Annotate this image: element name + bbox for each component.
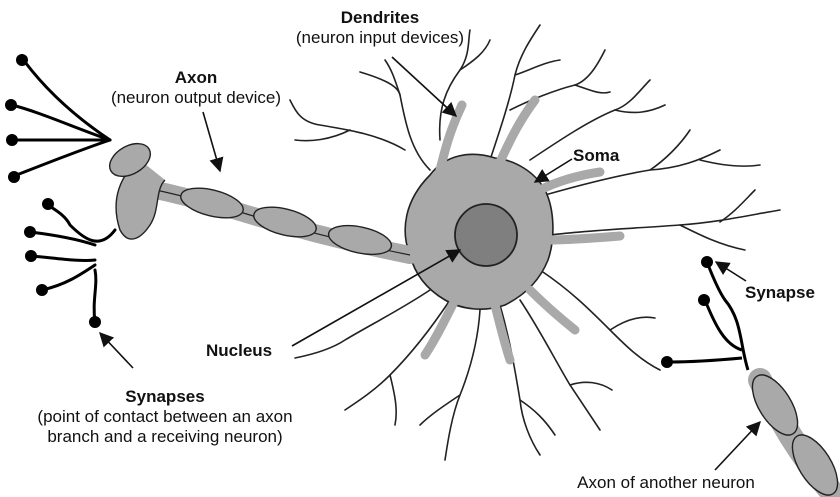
other-axon-title: Axon of another neuron (556, 473, 776, 493)
synapses-title: Synapses (0, 387, 330, 407)
dendrites-subtitle: (neuron input devices) (278, 28, 482, 48)
dendrites-label: Dendrites (neuron input devices) (278, 8, 482, 48)
synapse-label: Synapse (745, 283, 835, 303)
synapses-label: Synapses (point of contact between an ax… (0, 387, 330, 447)
nucleus-body (455, 204, 517, 266)
arrow-synapses (100, 333, 133, 368)
axon-label: Axon (neuron output device) (92, 68, 300, 108)
synapses-subtitle-line1: (point of contact between an axon (0, 407, 330, 427)
axon-subtitle: (neuron output device) (92, 88, 300, 108)
arrow-axon (203, 112, 220, 171)
arrow-dendrites (392, 57, 456, 116)
dendrites-title: Dendrites (278, 8, 482, 28)
synapse-title: Synapse (745, 283, 835, 303)
soma-label: Soma (573, 146, 633, 166)
axon-title: Axon (92, 68, 300, 88)
other-axon-label: Axon of another neuron (556, 473, 776, 493)
axon-main (104, 137, 410, 259)
nucleus-title: Nucleus (206, 341, 296, 361)
arrow-other-axon (715, 422, 760, 470)
arrow-synapse (716, 262, 746, 281)
nucleus-label: Nucleus (206, 341, 296, 361)
soma-title: Soma (573, 146, 633, 166)
synapses-subtitle-line2: branch and a receiving neuron) (0, 427, 330, 447)
